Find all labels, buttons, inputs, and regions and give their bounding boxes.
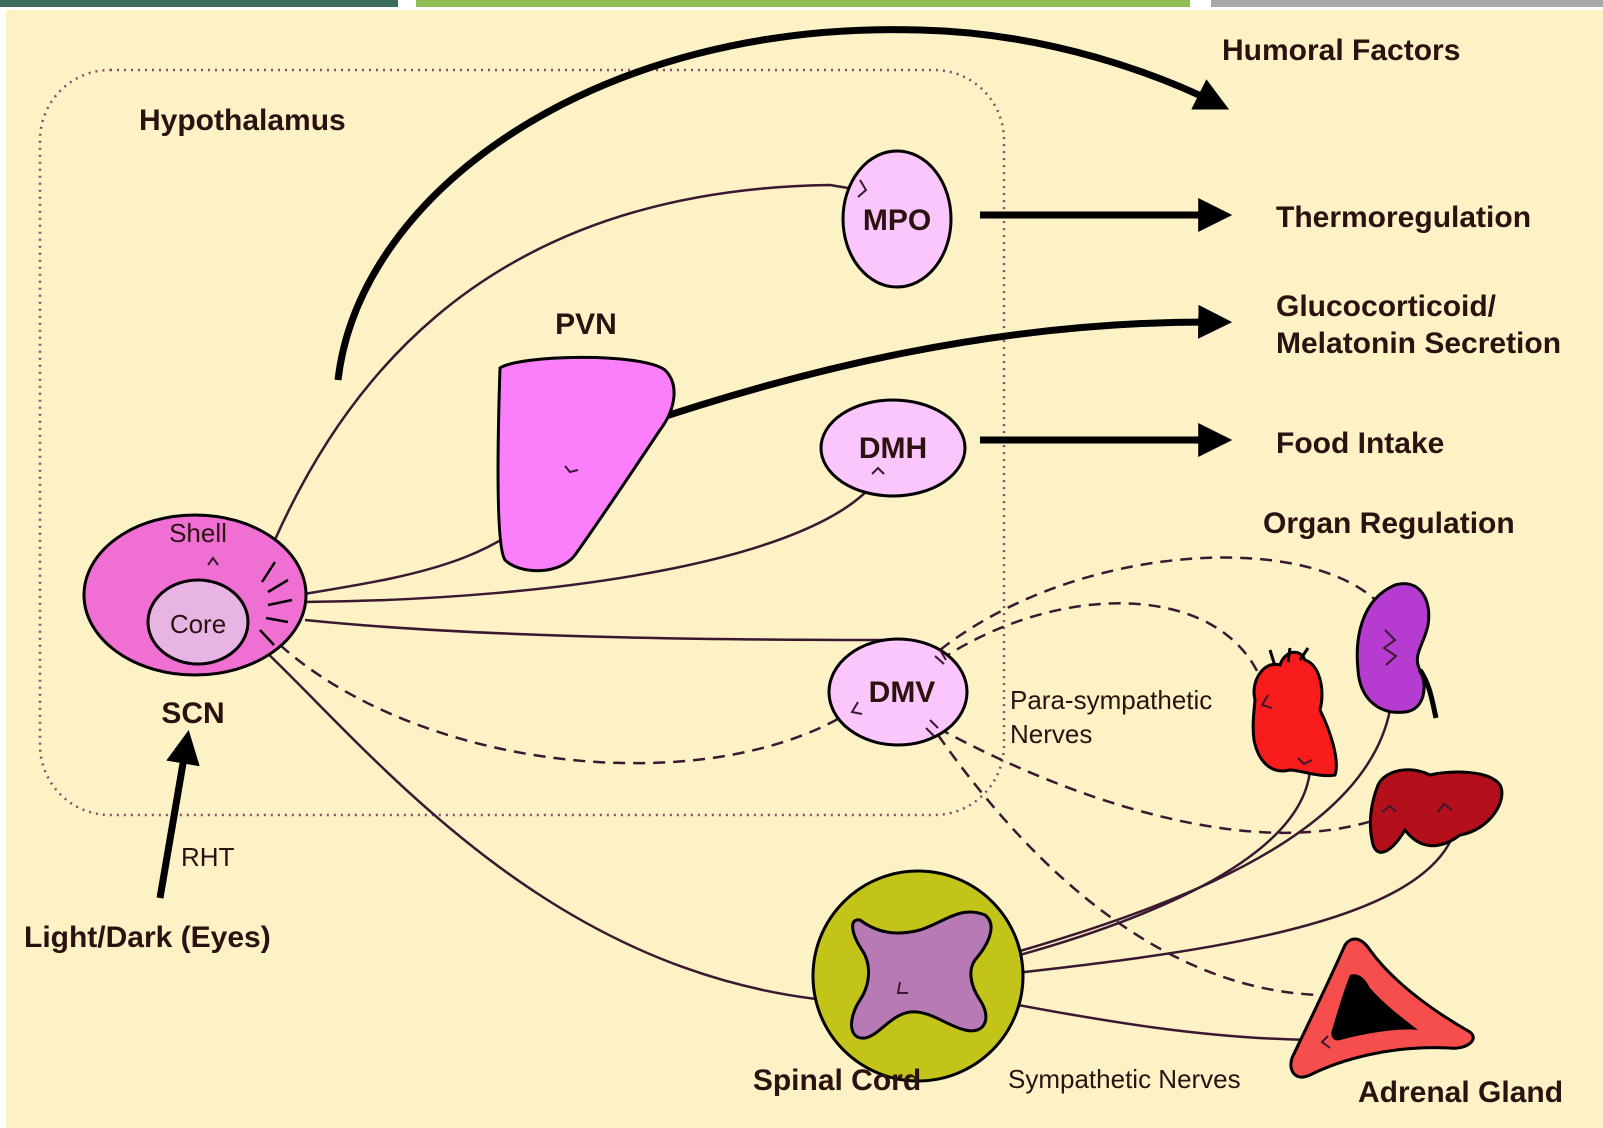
glucocorticoid-label-line2: Melatonin Secretion (1276, 327, 1561, 360)
hypothalamus-label: Hypothalamus (139, 104, 346, 137)
humoral-factors-label: Humoral Factors (1222, 34, 1460, 67)
thermoregulation-label: Thermoregulation (1276, 201, 1531, 234)
light-dark-eyes-label: Light/Dark (Eyes) (24, 921, 271, 954)
shell-label: Shell (169, 518, 227, 548)
organ-regulation-label: Organ Regulation (1263, 507, 1515, 540)
dmv-label: DMV (869, 676, 936, 709)
adrenal-gland-label: Adrenal Gland (1358, 1076, 1563, 1109)
spinal-cord-label: Spinal Cord (753, 1064, 921, 1097)
spinal-cord (813, 871, 1023, 1081)
scn-label: SCN (161, 697, 224, 730)
sympathetic-nerves-label: Sympathetic Nerves (1008, 1064, 1241, 1094)
dmh-label: DMH (859, 432, 927, 465)
core-label: Core (170, 609, 226, 639)
pvn-label: PVN (555, 308, 617, 341)
mpo-label: MPO (863, 204, 931, 237)
rht-label: RHT (181, 842, 235, 872)
parasympathetic-label-line2: Nerves (1010, 719, 1092, 749)
glucocorticoid-label-line1: Glucocorticoid/ (1276, 290, 1497, 323)
food-intake-label: Food Intake (1276, 427, 1444, 460)
parasympathetic-label-line1: Para-sympathetic (1010, 685, 1212, 715)
